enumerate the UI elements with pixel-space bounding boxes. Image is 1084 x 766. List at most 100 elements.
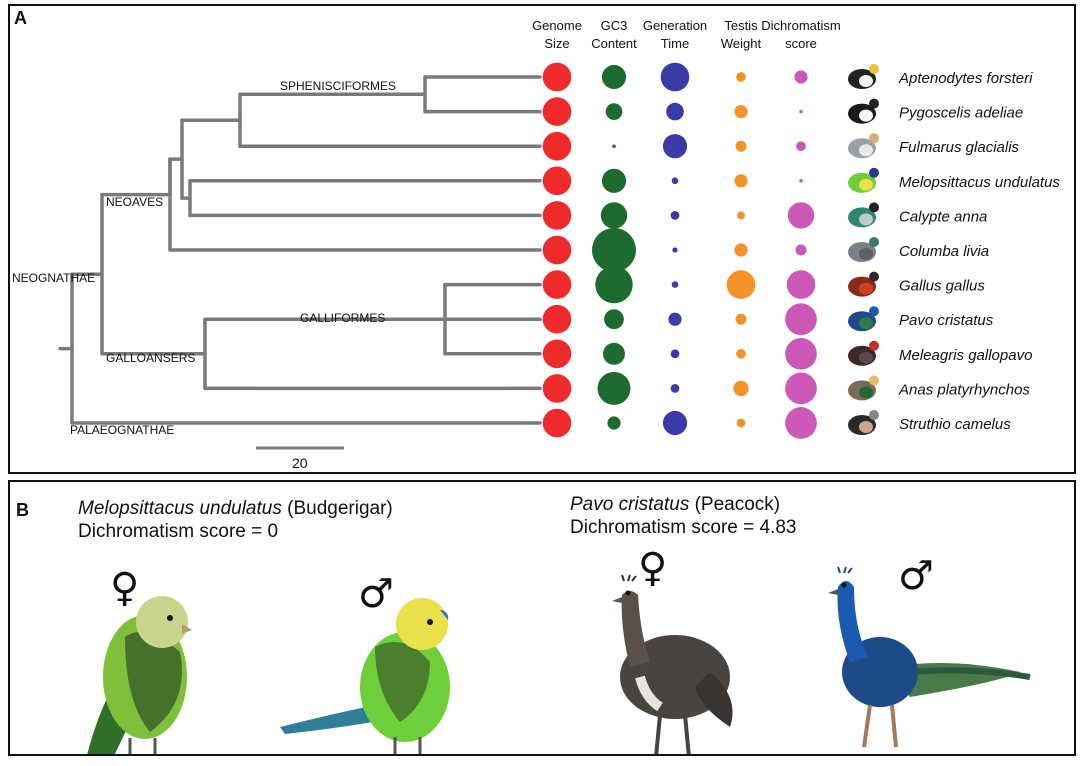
trait-circle: [726, 270, 756, 299]
trait-circle: [734, 243, 748, 257]
clade-label-palaeognathae: PALAEOGNATHAE: [70, 423, 174, 437]
trait-circle: [787, 202, 815, 229]
trait-circle: [542, 408, 572, 438]
trait-circle: [542, 339, 572, 369]
clade-label-galloansers: GALLOANSERS: [106, 351, 195, 365]
trait-circle: [666, 102, 684, 121]
trait-circle: [672, 247, 678, 253]
trait-circle: [607, 416, 621, 430]
trait-circle: [785, 337, 817, 370]
phylogeny-figure: SPHENISCIFORMES NEOAVES NEOGNATHAE GALLI…: [12, 18, 1060, 471]
adelie-penguin-icon: [848, 98, 879, 124]
hummingbird-icon: [848, 202, 879, 228]
peacock-score: Dichromatism score = 4.83: [570, 517, 797, 538]
species-name: Melopsittacus undulatus: [899, 174, 1060, 191]
bird-pictures: [848, 64, 879, 435]
species-name: Fulmarus glacialis: [899, 139, 1020, 156]
trait-circle: [799, 179, 803, 183]
trait-circle: [735, 313, 747, 325]
peacock-title: Pavo cristatus (Peacock): [570, 494, 780, 516]
species-name: Pygoscelis adeliae: [899, 105, 1023, 122]
budgerigar-female-image: [87, 596, 192, 754]
trait-circle: [542, 97, 572, 126]
trait-circle: [542, 374, 572, 403]
trait-circle: [736, 348, 746, 359]
species-name: Pavo cristatus: [899, 312, 994, 329]
pigeon-icon: [848, 237, 879, 262]
trait-circle: [785, 372, 817, 405]
trait-circle: [597, 371, 631, 405]
turkey-icon: [848, 340, 879, 366]
trait-circle: [735, 140, 747, 152]
trait-circle: [736, 72, 746, 82]
trait-circle: [601, 168, 627, 193]
budgerigar-male-image: [280, 598, 450, 754]
trait-header-line1: Testis: [724, 18, 758, 33]
trait-circle: [785, 407, 817, 439]
trait-circle: [542, 235, 572, 265]
trait-circle: [795, 244, 807, 256]
trait-circle: [542, 62, 572, 92]
ostrich-icon: [848, 410, 879, 435]
trait-circle: [799, 109, 803, 114]
trait-circle: [734, 174, 748, 188]
trait-header-line2: Weight: [721, 36, 762, 51]
clade-labels: SPHENISCIFORMES NEOAVES NEOGNATHAE GALLI…: [12, 79, 396, 437]
species-name: Columba livia: [899, 243, 989, 260]
trait-circle: [794, 70, 808, 84]
trait-circle: [542, 201, 572, 230]
trait-circle: [734, 105, 748, 119]
budgerigar-species-name: Melopsittacus undulatus: [78, 498, 282, 519]
trait-circle: [737, 211, 745, 220]
fulmar-icon: [848, 133, 879, 159]
trait-circle: [670, 349, 680, 359]
trait-header-line2: Time: [661, 36, 689, 51]
clade-label-neognathae: NEOGNATHAE: [12, 271, 95, 285]
clade-label-neoaves: NEOAVES: [106, 195, 163, 209]
trait-circle: [601, 64, 627, 90]
trait-circle: [796, 141, 806, 152]
trait-circle: [671, 177, 679, 185]
trait-circle: [542, 270, 572, 299]
trait-circle: [660, 62, 690, 92]
budgerigar-title: Melopsittacus undulatus (Budgerigar): [78, 498, 393, 520]
trait-header-line1: Genome: [532, 18, 582, 33]
peacock-species-name: Pavo cristatus: [570, 494, 690, 515]
trait-circle: [604, 309, 624, 330]
trait-circle: [612, 144, 616, 148]
clade-label-sphenisciformes: SPHENISCIFORMES: [280, 79, 396, 93]
species-name: Calypte anna: [899, 208, 987, 225]
trait-header-line2: score: [785, 36, 817, 51]
trait-circle: [605, 103, 623, 120]
scale-bar-label: 20: [292, 455, 308, 471]
trait-circle: [736, 418, 746, 428]
trait-header-line1: GC3: [601, 18, 628, 33]
trait-circle: [785, 303, 817, 336]
peacock-icon: [848, 306, 879, 332]
emperor-penguin-icon: [848, 64, 879, 89]
panel-b: B Melopsittacus undulatus (Budgerigar) D…: [8, 480, 1076, 756]
trait-circle: [786, 270, 816, 299]
trait-circle: [542, 131, 572, 161]
trait-header-line2: Size: [544, 36, 569, 51]
peahen-image: [612, 574, 733, 754]
trait-circle: [668, 312, 682, 326]
clade-label-galliformes: GALLIFORMES: [300, 311, 385, 325]
trait-circle: [600, 202, 628, 229]
panel-a-label: A: [14, 8, 27, 28]
trait-circle: [603, 342, 625, 365]
trait-circle: [670, 211, 680, 220]
budgerigar-male-symbol: ♂: [358, 571, 394, 617]
peacock-common-name: (Peacock): [694, 494, 781, 515]
trait-circle: [662, 410, 688, 436]
trait-circle: [542, 166, 572, 196]
trait-circle: [592, 228, 636, 272]
trait-circles: [542, 62, 817, 439]
budgerigar-score: Dichromatism score = 0: [78, 521, 279, 542]
trait-header-line2: Content: [591, 36, 637, 51]
peacock-female-symbol: ♀: [638, 545, 668, 591]
budgerigar-female-symbol: ♀: [110, 565, 140, 611]
trait-circle: [662, 134, 688, 159]
trait-circle: [595, 265, 633, 304]
